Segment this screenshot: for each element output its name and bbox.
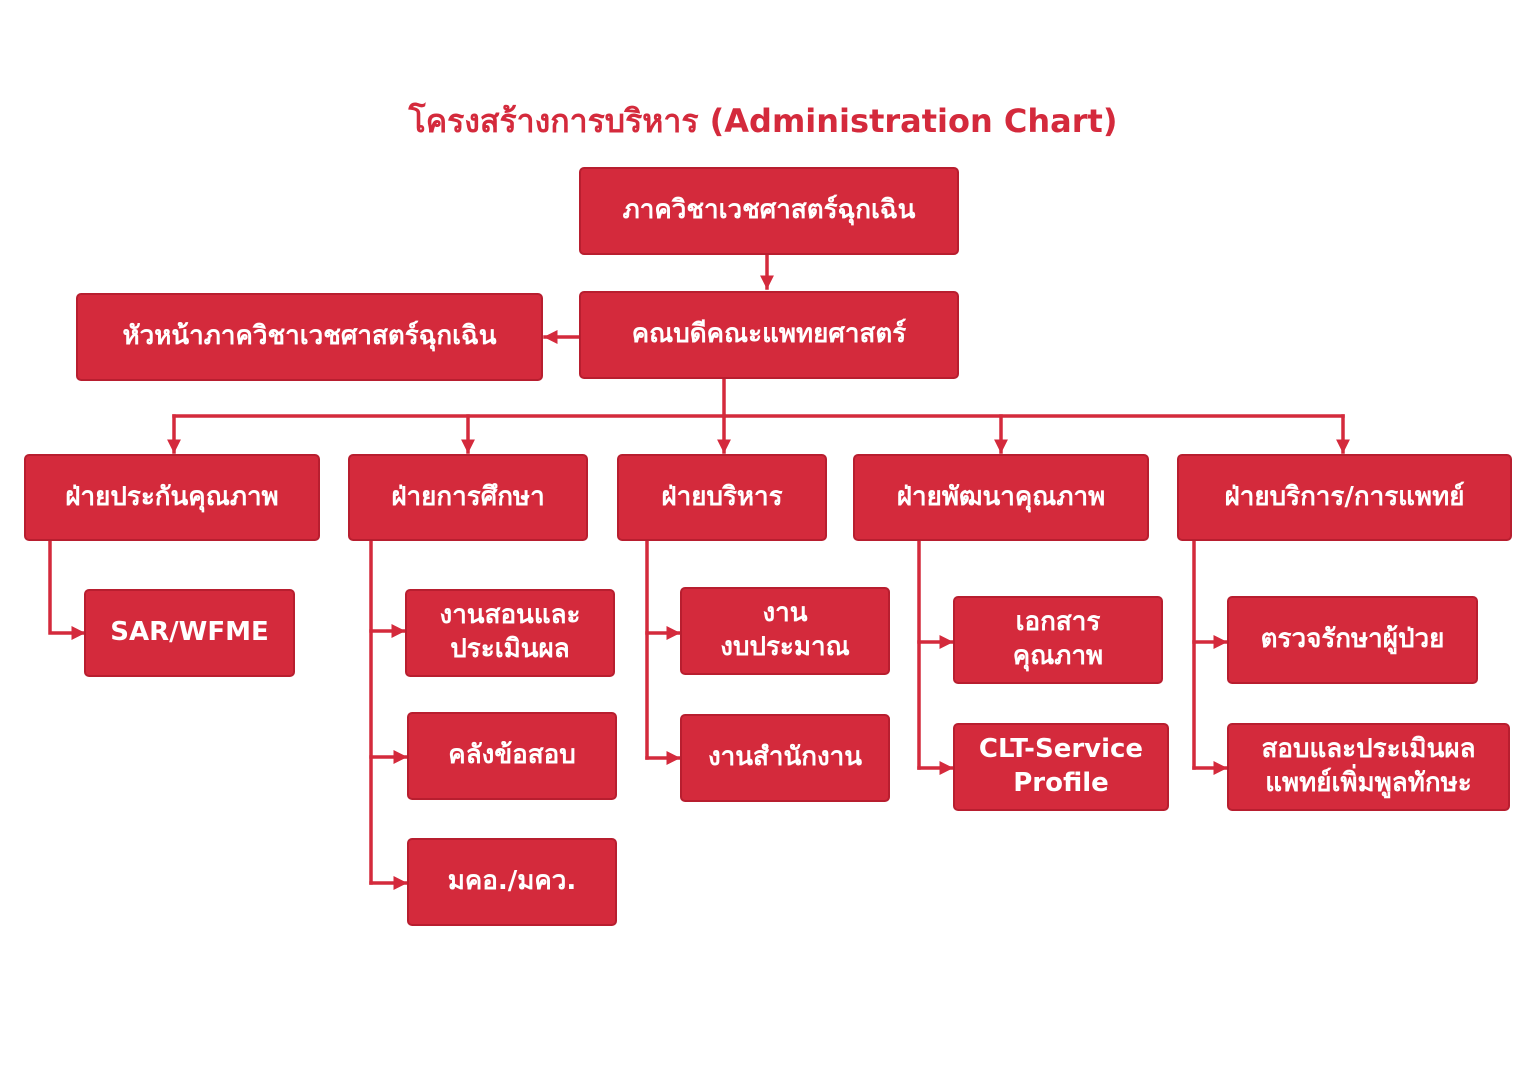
node-label: งานสอนและ ประเมินผล bbox=[439, 600, 581, 664]
node-medical-service-child-1: ตรวจรักษาผู้ป่วย bbox=[1227, 596, 1478, 684]
node-label: ฝ่ายบริหาร bbox=[661, 481, 783, 512]
node-qa-child-1: SAR/WFME bbox=[84, 589, 295, 677]
node-label: คลังข้อสอบ bbox=[448, 740, 576, 771]
node-quality-dev-child-1: เอกสาร คุณภาพ bbox=[953, 596, 1163, 684]
node-label: มคอ./มคว. bbox=[447, 866, 577, 897]
node-label: SAR/WFME bbox=[110, 617, 269, 648]
node-label: งาน งบประมาณ bbox=[720, 598, 850, 662]
node-division-medical-service: ฝ่ายบริการ/การแพทย์ bbox=[1177, 454, 1512, 541]
node-head: หัวหน้าภาควิชาเวชศาสตร์ฉุกเฉิน bbox=[76, 293, 543, 381]
node-medical-service-child-2: สอบและประเมินผล แพทย์เพิ่มพูลทักษะ bbox=[1227, 723, 1510, 811]
node-division-quality-dev: ฝ่ายพัฒนาคุณภาพ bbox=[853, 454, 1149, 541]
node-label: ฝ่ายประกันคุณภาพ bbox=[65, 481, 279, 512]
node-admin-child-1: งาน งบประมาณ bbox=[680, 587, 890, 675]
node-label: ฝ่ายการศึกษา bbox=[391, 481, 545, 512]
node-label: เอกสาร คุณภาพ bbox=[1012, 607, 1104, 671]
node-label: ภาควิชาเวชศาสตร์ฉุกเฉิน bbox=[622, 195, 916, 226]
node-label: ตรวจรักษาผู้ป่วย bbox=[1260, 624, 1445, 655]
node-education-child-2: คลังข้อสอบ bbox=[407, 712, 617, 800]
node-division-admin: ฝ่ายบริหาร bbox=[617, 454, 827, 541]
node-department: ภาควิชาเวชศาสตร์ฉุกเฉิน bbox=[579, 167, 959, 255]
chart-title: โครงสร้างการบริหาร (Administration Chart… bbox=[408, 102, 1118, 140]
node-label: ฝ่ายบริการ/การแพทย์ bbox=[1224, 481, 1465, 512]
node-label: ฝ่ายพัฒนาคุณภาพ bbox=[896, 481, 1106, 512]
node-label: งานสำนักงาน bbox=[707, 742, 863, 773]
node-label: สอบและประเมินผล แพทย์เพิ่มพูลทักษะ bbox=[1261, 734, 1476, 798]
node-label: CLT-Service Profile bbox=[978, 734, 1144, 798]
node-dean: คณบดีคณะแพทยศาสตร์ bbox=[579, 291, 959, 379]
node-education-child-1: งานสอนและ ประเมินผล bbox=[405, 589, 615, 677]
node-label: คณบดีคณะแพทยศาสตร์ bbox=[631, 319, 907, 350]
node-education-child-3: มคอ./มคว. bbox=[407, 838, 617, 926]
node-division-qa: ฝ่ายประกันคุณภาพ bbox=[24, 454, 320, 541]
node-label: หัวหน้าภาควิชาเวชศาสตร์ฉุกเฉิน bbox=[122, 321, 497, 352]
node-admin-child-2: งานสำนักงาน bbox=[680, 714, 890, 802]
node-quality-dev-child-2: CLT-Service Profile bbox=[953, 723, 1169, 811]
node-division-education: ฝ่ายการศึกษา bbox=[348, 454, 588, 541]
connector-qa-child bbox=[48, 539, 86, 640]
